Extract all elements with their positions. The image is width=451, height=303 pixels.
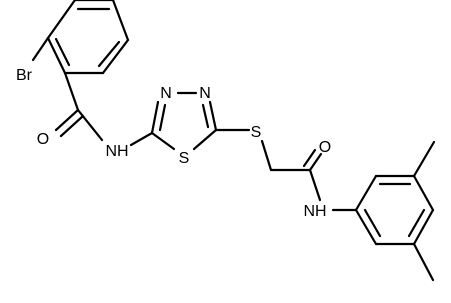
bond-carbonyl-double-b [59,114,85,138]
atom-thioether-sulfur: S [251,124,262,141]
bond-inner [97,40,121,68]
bromobenzene-ring [46,0,130,75]
bond-carbonyl-nh [76,108,104,142]
atom-bromine: Br [16,67,33,84]
bond [412,174,435,212]
bond-methyl-lower [412,242,435,282]
bond-acetamide-double-a [308,152,323,172]
bond [46,36,67,75]
bond [150,100,160,135]
atom-ring-nitrogen-left: N [160,85,172,102]
atom-anilide-nh: NH [303,203,326,220]
bond-sulfur-methylene [260,139,273,172]
bond-carbonyl-double-a [54,108,80,132]
thiadiazole-ring [150,91,218,151]
bond [412,208,435,246]
atom-ring-nitrogen-right: N [199,85,211,102]
bond [111,0,130,42]
atom-acetamide-oxygen: O [319,139,331,156]
atom-amide-oxygen: O [37,131,49,148]
bond-to-bromine [31,36,50,62]
bond [150,131,176,151]
bond [192,128,218,151]
dimethylphenyl-ring [354,174,435,246]
bond [46,0,77,40]
bond [101,38,130,75]
bond-inner [363,208,382,238]
bond [208,100,218,132]
bond-methyl-upper [412,140,436,178]
bond-inner [201,103,210,129]
bond [354,174,378,212]
bond-nh-thiadiazole [129,131,154,147]
bond-ring-carbonyl [63,71,80,112]
bond [354,208,378,246]
bond-acetamide-double-b [302,148,317,168]
bond-inner [54,37,71,67]
bond-carbonyl-nh-anilide [308,168,322,202]
atom-ring-sulfur: S [179,150,190,167]
bond-inner [158,103,167,132]
bond-inner [407,208,426,238]
atom-amide-nh: NH [105,143,128,160]
